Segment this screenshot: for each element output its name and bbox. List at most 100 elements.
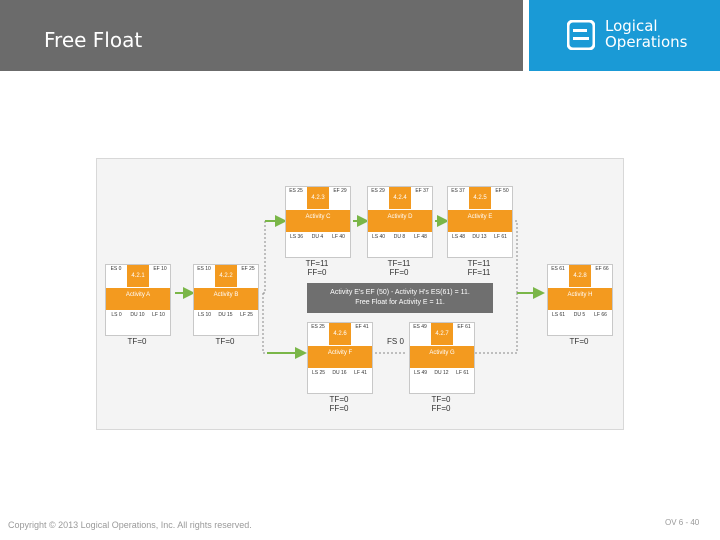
late-start: LS 49	[413, 370, 428, 376]
total-float: TF=0	[215, 337, 235, 346]
total-float: TF=11	[467, 259, 491, 268]
late-finish: LF 66	[594, 312, 607, 318]
duration: DU 15	[218, 312, 233, 318]
total-float: TF=0	[569, 337, 589, 346]
float-label: TF=0	[105, 337, 169, 346]
early-finish: EF 41	[355, 324, 369, 330]
early-start: ES 25	[311, 324, 325, 330]
activity-node: ES 29 4.2.4 EF 37 Activity D LS 40 DU 8 LF 48	[367, 186, 433, 258]
activity-id: 4.2.4	[389, 187, 411, 209]
banner-line-1: Activity E's EF (50) - Activity H's ES(6…	[330, 289, 470, 296]
slide-title: Free Float	[44, 28, 143, 52]
early-start: ES 29	[371, 188, 385, 194]
duration: DU 8	[393, 234, 406, 240]
activity-id: 4.2.6	[329, 323, 351, 345]
activity-name: Activity A	[106, 288, 170, 310]
activity-id: 4.2.1	[127, 265, 149, 287]
logo-icon	[567, 20, 595, 50]
duration: DU 4	[311, 234, 324, 240]
early-start: ES 37	[451, 188, 465, 194]
connector-g-h	[475, 293, 518, 354]
activity-name: Activity D	[368, 210, 432, 232]
total-float: TF=11	[305, 259, 329, 268]
connector-b-f	[262, 293, 285, 354]
early-finish: EF 61	[457, 324, 471, 330]
late-finish: LF 41	[354, 370, 367, 376]
free-float: FF=11	[467, 268, 491, 277]
early-finish: EF 10	[153, 266, 167, 272]
late-start: LS 61	[551, 312, 566, 318]
duration: DU 5	[573, 312, 586, 318]
early-start: ES 10	[197, 266, 211, 272]
late-start: LS 40	[371, 234, 386, 240]
activity-name: Activity C	[286, 210, 350, 232]
activity-node: ES 10 4.2.2 EF 25 Activity B LS 10 DU 15 LF 25	[193, 264, 259, 336]
late-finish: LF 61	[494, 234, 507, 240]
early-finish: EF 25	[241, 266, 255, 272]
duration: DU 12	[434, 370, 449, 376]
slide-number: OV 6 - 40	[665, 518, 700, 527]
activity-id: 4.2.7	[431, 323, 453, 345]
logo-text-line-2: Operations	[605, 33, 688, 51]
activity-name: Activity G	[410, 346, 474, 368]
logo: Logical Operations	[529, 0, 720, 71]
free-float: FF=0	[329, 404, 349, 413]
title-bar: Free Float	[0, 0, 523, 71]
total-float: TF=0	[127, 337, 147, 346]
activity-node: ES 25 4.2.6 EF 41 Activity F LS 25 DU 16 LF 41	[307, 322, 373, 394]
activity-node: ES 61 4.2.8 EF 66 Activity H LS 61 DU 5 LF 66	[547, 264, 613, 336]
activity-id: 4.2.8	[569, 265, 591, 287]
early-start: ES 0	[110, 266, 122, 272]
late-finish: LF 48	[414, 234, 427, 240]
activity-id: 4.2.3	[307, 187, 329, 209]
late-start: LS 48	[451, 234, 466, 240]
connector-e-h	[515, 220, 518, 293]
late-finish: LF 61	[456, 370, 469, 376]
duration: DU 13	[472, 234, 487, 240]
late-start: LS 36	[289, 234, 304, 240]
float-label: TF=0	[547, 337, 611, 346]
late-finish: LF 40	[332, 234, 345, 240]
float-label: TF=0	[193, 337, 257, 346]
total-float: TF=11	[387, 259, 411, 268]
diagram-arrows	[175, 215, 545, 359]
late-finish: LF 25	[240, 312, 253, 318]
duration: DU 10	[130, 312, 145, 318]
late-start: LS 25	[311, 370, 326, 376]
late-finish: LF 10	[152, 312, 165, 318]
late-start: LS 10	[197, 312, 212, 318]
free-float: FF=0	[431, 404, 451, 413]
logo-text: Logical Operations	[605, 18, 687, 50]
free-float-banner: Activity E's EF (50) - Activity H's ES(6…	[307, 283, 493, 313]
activity-node: ES 0 4.2.1 EF 10 Activity A LS 0 DU 10 LF 10	[105, 264, 171, 336]
activity-node: ES 49 4.2.7 EF 61 Activity G LS 49 DU 12 LF 61	[409, 322, 475, 394]
early-finish: EF 29	[333, 188, 347, 194]
activity-name: Activity H	[548, 288, 612, 310]
duration: DU 16	[332, 370, 347, 376]
fs-label: FS 0	[387, 337, 404, 346]
early-start: ES 61	[551, 266, 565, 272]
total-float: TF=0	[329, 395, 349, 404]
late-start: LS 0	[111, 312, 122, 318]
connector-b-c	[263, 220, 285, 294]
early-start: ES 49	[413, 324, 427, 330]
early-finish: EF 37	[415, 188, 429, 194]
activity-id: 4.2.2	[215, 265, 237, 287]
network-diagram: ES 0 4.2.1 EF 10 Activity A LS 0 DU 10 LF 10 TF…	[96, 158, 624, 430]
total-float: TF=0	[431, 395, 451, 404]
early-finish: EF 66	[595, 266, 609, 272]
free-float: FF=0	[307, 268, 327, 277]
free-float: FF=0	[389, 268, 409, 277]
activity-name: Activity B	[194, 288, 258, 310]
copyright-text: Copyright © 2013 Logical Operations, Inc…	[8, 520, 252, 530]
activity-name: Activity E	[448, 210, 512, 232]
banner-line-2: Free Float for Activity E = 11.	[355, 299, 445, 306]
activity-name: Activity F	[308, 346, 372, 368]
